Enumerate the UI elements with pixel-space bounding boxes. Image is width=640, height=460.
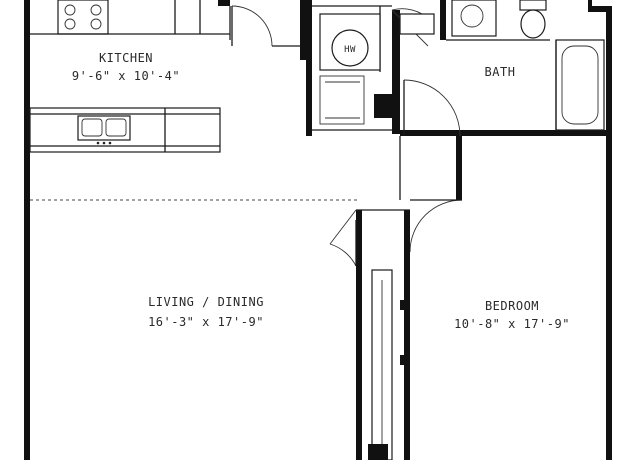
water-heater-icon: HW <box>331 29 369 67</box>
closet-door-living-icon <box>329 209 357 267</box>
bath-door-icon <box>403 79 461 137</box>
upper-counter <box>30 0 231 40</box>
bedroom-door-icon <box>409 136 463 253</box>
closet-door-icon <box>231 0 306 60</box>
living-dining-dimensions: 16'-3" x 17'-9" <box>148 315 264 329</box>
bathroom-walls <box>399 0 606 200</box>
vanity-sink-icon <box>451 0 497 37</box>
utility-closet <box>306 0 400 136</box>
kitchen-dimensions: 9'-6" x 10'-4" <box>72 69 180 83</box>
bathtub-icon <box>555 39 605 131</box>
exterior-walls <box>24 0 612 460</box>
toilet-icon <box>519 0 547 39</box>
bedroom-dimensions: 10'-8" x 17'-9" <box>454 317 570 331</box>
water-heater-label: HW <box>344 45 356 55</box>
utility-door-icon <box>391 8 435 47</box>
living-dining-name: LIVING / DINING <box>148 295 264 309</box>
sink-icon <box>77 115 131 145</box>
stove-icon <box>57 0 109 35</box>
bath-name: BATH <box>485 65 516 79</box>
kitchen-name: KITCHEN <box>99 51 153 65</box>
bedroom-closet <box>356 209 410 460</box>
bedroom-name: BEDROOM <box>485 299 539 313</box>
